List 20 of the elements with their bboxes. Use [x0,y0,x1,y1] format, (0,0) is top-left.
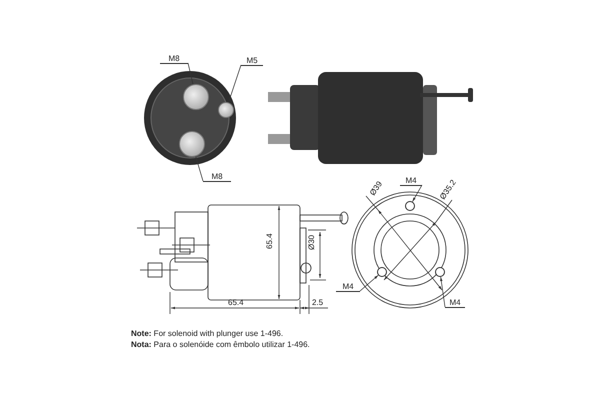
part-label: M4 [400,176,422,186]
part-label: M8 [160,54,188,64]
dimension-label: 65.4 [265,233,274,249]
dimension-label: 2.5 [312,298,324,307]
dimension-label: 65.4 [228,298,244,307]
part-label: M4 [336,282,360,292]
leader-line [412,184,422,202]
note-text: Nota: Para o solenóide com êmbolo utilizar 1-496. [131,340,310,349]
leader-line [360,274,379,292]
note-text: Note: For solenoid with plunger use 1-496. [131,329,284,338]
dimension-label: Ø30 [307,234,316,250]
mounting-screw [405,201,415,211]
leader-line [195,156,204,182]
part-label: M4 [445,298,465,308]
mounting-screw [435,267,445,277]
leader-line [440,276,446,308]
mounting-screw [377,267,387,277]
part-label: M8 [203,172,231,182]
leader-line [188,62,194,85]
part-label: M5 [241,56,263,66]
